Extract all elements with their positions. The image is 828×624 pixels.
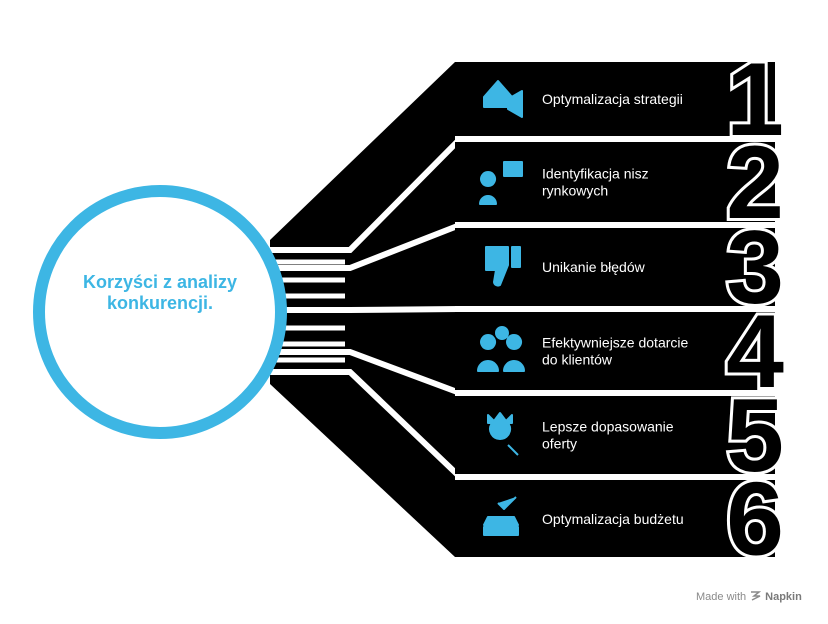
ray-separator — [270, 136, 463, 253]
person-chart-arrows-icon — [479, 161, 523, 205]
item-number: 3 — [726, 210, 784, 326]
band-background — [455, 228, 775, 306]
band-background — [455, 142, 775, 222]
item-label: Optymalizacja strategii — [542, 91, 683, 107]
item-label: Optymalizacja budżetu — [542, 511, 684, 527]
ray-separator — [270, 369, 463, 480]
napkin-logo-icon — [750, 590, 762, 604]
person-chart-arrows-icon-shape — [479, 161, 523, 205]
item-number: 1 — [726, 42, 784, 158]
ray-separator — [270, 306, 461, 313]
ray-separator — [270, 349, 462, 396]
house-megaphone-icon-shape — [483, 80, 523, 118]
thumbs-down-icon — [485, 246, 521, 287]
item-number: 6 — [726, 462, 784, 578]
item-band-3: 3 Unikanie błędów — [455, 207, 787, 329]
footer-credit: Made with Napkin — [696, 590, 802, 604]
two-users-link-icon-shape — [477, 326, 525, 372]
stacked-tray-check-icon — [483, 496, 519, 536]
thumbs-down-icon-shape — [485, 246, 521, 287]
footer-prefix: Made with — [696, 591, 747, 603]
footer-brand: Napkin — [765, 591, 802, 603]
crown-magnifier-icon-shape — [487, 412, 519, 456]
two-users-link-icon — [477, 326, 525, 372]
ray-separator — [270, 222, 462, 271]
item-number: 4 — [726, 294, 784, 410]
stacked-tray-check-icon-shape — [483, 496, 519, 536]
crown-magnifier-icon — [487, 412, 519, 456]
center-circle — [33, 185, 287, 439]
item-number: 2 — [726, 125, 784, 241]
center-title: Korzyści z analizy konkurencji. — [82, 272, 238, 313]
item-number: 5 — [726, 378, 784, 494]
item-band-1: 1 Optymalizacja strategii — [455, 39, 787, 161]
band-background — [455, 312, 775, 390]
connector-rays — [268, 62, 463, 557]
item-label: Unikanie błędów — [542, 259, 646, 275]
item-bands: 1 Optymalizacja strategii 2 Identyfikacja n… — [455, 39, 787, 581]
item-band-6: 6 Optymalizacja budżetu — [455, 459, 787, 581]
house-megaphone-icon — [483, 80, 523, 118]
